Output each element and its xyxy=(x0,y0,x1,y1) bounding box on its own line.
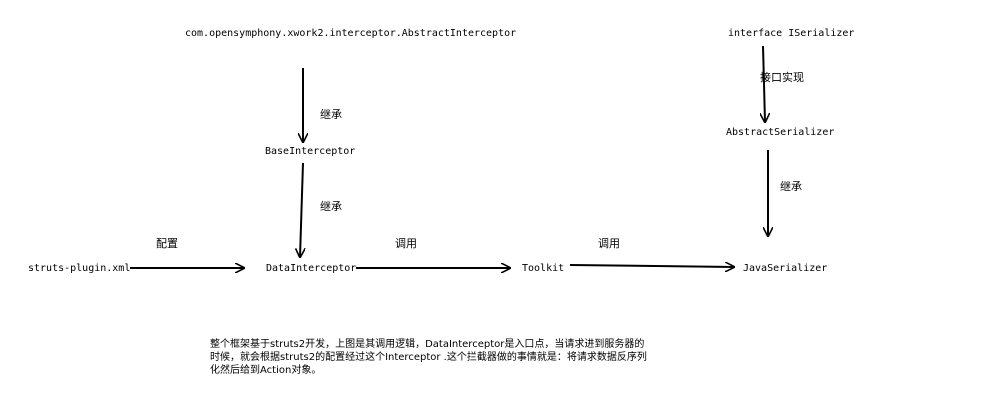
description-note: 整个框架基于struts2开发，上图是其调用逻辑，DataInterceptor… xyxy=(210,338,670,377)
node-abstract-interceptor: com.opensymphony.xwork2.interceptor.Abst… xyxy=(185,28,517,39)
arrow-iserializer-to-abstractserializer xyxy=(763,45,765,122)
note-line-3: 化然后给到Action对象。 xyxy=(210,365,322,376)
edge-label-inherit-3: 继承 xyxy=(780,180,802,193)
edge-label-config: 配置 xyxy=(156,237,178,250)
arrow-toolkit-to-java xyxy=(569,265,734,267)
node-struts-plugin: struts-plugin.xml xyxy=(28,263,131,274)
node-java-serializer: JavaSerializer xyxy=(743,263,828,274)
node-data-interceptor: DataInterceptor xyxy=(266,263,357,274)
node-base-interceptor: BaseInterceptor xyxy=(265,146,356,157)
note-line-1: 整个框架基于struts2开发，上图是其调用逻辑，DataInterceptor… xyxy=(210,339,645,350)
node-iserializer: interface ISerializer xyxy=(728,28,855,39)
node-abstract-serializer: AbstractSerializer xyxy=(726,127,835,138)
note-line-2: 时候，就会根据struts2的配置经过这个Interceptor .这个拦截器做… xyxy=(210,352,647,363)
edge-label-inherit-1: 继承 xyxy=(320,108,342,121)
edge-label-call-2: 调用 xyxy=(598,237,620,250)
edge-label-implements: 接口实现 xyxy=(760,71,804,84)
edge-label-inherit-2: 继承 xyxy=(320,200,342,213)
edge-label-call-1: 调用 xyxy=(395,237,417,250)
node-toolkit: Toolkit xyxy=(522,263,565,274)
arrow-base-to-data xyxy=(300,162,303,257)
